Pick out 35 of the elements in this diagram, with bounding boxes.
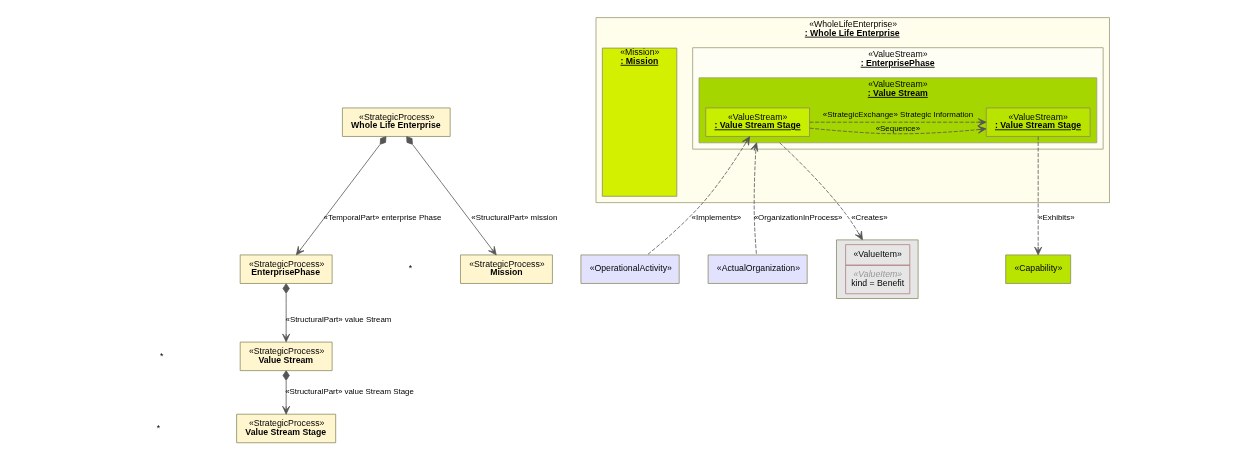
arrow <box>281 283 290 343</box>
node-box: «StrategicProcess» Value Stream Stage <box>235 413 336 444</box>
arrow <box>405 136 497 256</box>
node-box: «ActualOrganization» <box>707 254 808 284</box>
node-box: «Mission» : Mission <box>601 47 677 197</box>
arrow <box>808 118 986 127</box>
node-box: «OperationalActivity» <box>580 254 680 284</box>
edge-label: «StructuralPart» value Stream <box>285 315 391 325</box>
node-box: «ValueStream» : Value Stream Stage <box>704 107 810 137</box>
node-box: «StrategicProcess» Value Stream <box>239 341 332 372</box>
node-box: «StrategicProcess» Mission <box>459 254 553 284</box>
arrow <box>750 142 758 256</box>
label: * <box>408 263 412 274</box>
edge-label: «Implements» <box>691 213 741 223</box>
node-box: «StrategicProcess» EnterprisePhase <box>239 254 332 284</box>
edge-label: «Sequence» <box>875 123 920 133</box>
edge-label: «TemporalPart» enterprise Phase <box>323 213 441 223</box>
arrow <box>808 125 986 135</box>
edge-label: «StrategicExchange» Strategic Information <box>822 110 973 120</box>
edge-label: «OrganizationInProcess» <box>753 213 842 223</box>
edge-label: «StructuralPart» value Stream Stage <box>284 387 414 397</box>
arrow <box>1033 136 1042 256</box>
label: * <box>159 350 163 361</box>
arrow <box>646 136 750 256</box>
arrow <box>281 370 290 415</box>
edge-label: «Creates» <box>850 213 888 223</box>
edge-label: «Exhibits» <box>1037 213 1075 223</box>
label: * <box>156 422 160 433</box>
node-box: «StrategicProcess» Whole Life Enterprise <box>341 107 451 137</box>
node-box: «ValueStream» : Value Stream Stage <box>985 107 1090 137</box>
arrow <box>778 142 863 241</box>
edge-label: «StructuralPart» mission <box>470 213 557 223</box>
arrow <box>295 136 386 256</box>
node-box: «ValueItem» «ValueItem» kind = Benefit <box>835 239 918 299</box>
node-box: «Capability» <box>1004 254 1071 284</box>
